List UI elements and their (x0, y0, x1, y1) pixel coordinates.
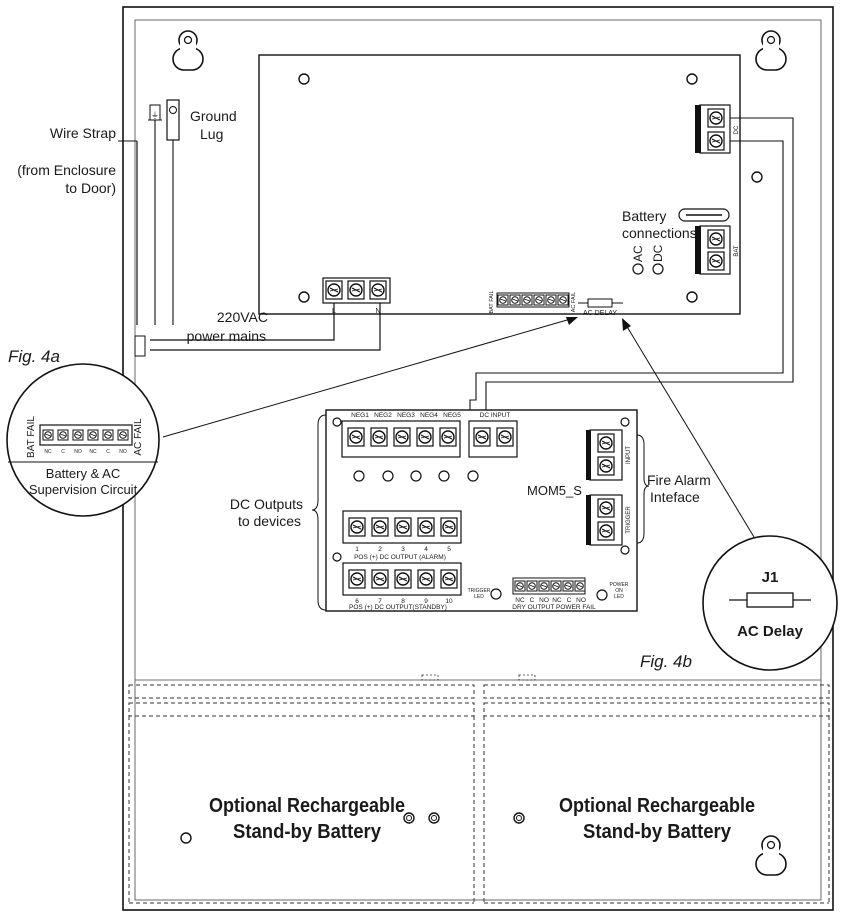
battery-right-label-1: Optional Rechargeable (559, 795, 755, 817)
dc-led-label: DC (651, 244, 665, 262)
j1-label: J1 (762, 569, 779, 586)
supervision-label-1: Battery & AC (46, 466, 120, 481)
standby-num-8: 8 (401, 598, 405, 605)
neg-terminal-block: NEG1 NEG2 NEG3 NEG4 NEG5 (341, 412, 461, 458)
alarm-num-5: 5 (447, 546, 451, 553)
wire-strap-label: Wire Strap (50, 125, 116, 141)
wire-strap-note-2: to Door) (65, 180, 116, 196)
ground-lug-label-2: Lug (200, 126, 223, 142)
alarm-caption: POS (+) DC OUTPUT (ALARM) (354, 554, 446, 561)
fig-4a-label: Fig. 4a (8, 347, 60, 366)
neg-label-3: NEG3 (397, 412, 415, 419)
standby-num-9: 9 (424, 598, 428, 605)
mains-terminal-block: L N (322, 277, 391, 315)
dc-led-icon (652, 263, 664, 275)
alarm-num-2: 2 (378, 546, 382, 553)
neg-label-4: NEG4 (420, 412, 438, 419)
battery-compartment (128, 674, 830, 904)
svg-text:⏚: ⏚ (151, 111, 159, 120)
input-side-label: INPUT (626, 446, 632, 464)
dc-terminal-label: DC (734, 125, 740, 134)
trigger-led-label-1: TRIGGER (468, 588, 491, 594)
alarm-output-terminal-block: 1 2 3 4 5 POS (+) DC OUTPUT (ALARM) (342, 510, 462, 561)
board-ac-fail-label: AC FAIL (571, 292, 577, 312)
ground-lug-icon (166, 99, 180, 325)
ac-delay-label: AC Delay (737, 623, 804, 640)
standby-output-terminal-block: 6 7 8 9 10 POS (+) DC OUTPUT(STANDBY) (342, 562, 462, 611)
mom-board-label: MOM5_S (527, 483, 582, 498)
power-led-label-2: ON (615, 588, 623, 594)
dc-output-terminal-block: DC (695, 104, 740, 154)
battery-left-label-2: Stand-by Battery (233, 821, 382, 843)
standby-num-6: 6 (355, 598, 359, 605)
fire-alarm-label-1: Fire Alarm (647, 472, 711, 488)
dry-no-2: NO (576, 597, 586, 604)
fire-alarm-label-2: Inteface (650, 489, 700, 505)
mains-n-label: N (375, 308, 380, 315)
standby-caption: POS (+) DC OUTPUT(STANDBY) (349, 604, 447, 611)
dry-nc-1: NC (515, 597, 525, 604)
dry-no-1: NO (539, 597, 549, 604)
zoom-nc-1: NC (44, 449, 52, 455)
neg-label-2: NEG2 (374, 412, 392, 419)
neg-label-1: NEG1 (351, 412, 369, 419)
alarm-num-1: 1 (355, 546, 359, 553)
fig-4b-label: Fig. 4b (640, 652, 692, 671)
zoom-c-1: C (61, 449, 65, 455)
battery-left-label-1: Optional Rechargeable (209, 795, 405, 817)
zoom-nc-2: NC (89, 449, 97, 455)
dry-nc-2: NC (552, 597, 562, 604)
battery-terminal-block: BAT (695, 225, 740, 275)
ac-led-icon (632, 263, 644, 275)
power-led-label-3: LED (614, 594, 624, 600)
dry-output-terminal-block: NC C NO NC C NO DRY OUTPUT POWER FAIL (512, 577, 596, 611)
dry-c-2: C (567, 597, 572, 604)
battery-right-label-2: Stand-by Battery (583, 821, 732, 843)
fire-alarm-input-terminals: INPUT (586, 429, 632, 481)
dc-input-terminal-block: DC INPUT (468, 412, 518, 458)
zoom-no-1: NO (74, 449, 82, 455)
power-led-label-1: POWER (610, 582, 629, 588)
standby-num-7: 7 (378, 598, 382, 605)
dry-output-caption: DRY OUTPUT POWER FAIL (512, 604, 596, 611)
mount-keyhole-icon (755, 30, 787, 71)
mount-keyhole-icon (755, 835, 787, 876)
power-supply-board (258, 54, 741, 315)
alarm-num-4: 4 (424, 546, 428, 553)
neg-label-5: NEG5 (443, 412, 461, 419)
zoom-ac-fail-label: AC FAIL (133, 418, 144, 456)
trigger-led-icon (490, 588, 502, 600)
battery-connections-label-2: connections (622, 225, 697, 241)
supervision-terminal-strip: BAT FAIL AC FAIL (489, 290, 577, 313)
zoom-bat-fail-label: BAT FAIL (26, 416, 37, 458)
mount-keyhole-icon (172, 30, 204, 71)
dc-outputs-label-1: DC Outputs (230, 496, 303, 512)
zoom-no-2: NO (119, 449, 127, 455)
wire-strap-note-1: (from Enclosure (17, 162, 116, 178)
board-bat-fail-label: BAT FAIL (489, 290, 495, 313)
trigger-side-label: TRIGGER (626, 506, 632, 534)
alarm-num-3: 3 (401, 546, 405, 553)
dry-c-1: C (530, 597, 535, 604)
fire-alarm-trigger-terminals: TRIGGER (586, 494, 632, 546)
trigger-led-label-2: LED (474, 594, 484, 600)
ground-lug-label-1: Ground (190, 108, 237, 124)
ac-led-label: AC (631, 245, 645, 262)
bat-terminal-label: BAT (734, 245, 740, 257)
standby-num-10: 10 (445, 598, 453, 605)
zoom-terminal-strip: NC C NO NC C NO BAT FAIL AC FAIL (26, 416, 144, 458)
board-ac-delay-jumper: AC DELAY (578, 298, 623, 317)
supervision-label-2: Supervision Circuit (29, 482, 138, 497)
power-led-icon (596, 589, 608, 601)
dc-input-label: DC INPUT (480, 412, 511, 419)
battery-connections-label-1: Battery (622, 208, 666, 224)
mains-label-1: 220VAC (217, 309, 268, 325)
zoom-c-2: C (106, 449, 110, 455)
ac-delay-jumper-icon (729, 592, 811, 608)
board-ac-delay-label: AC DELAY (583, 310, 617, 317)
mains-label-2: power mains (187, 328, 266, 344)
dc-outputs-label-2: to devices (238, 513, 301, 529)
